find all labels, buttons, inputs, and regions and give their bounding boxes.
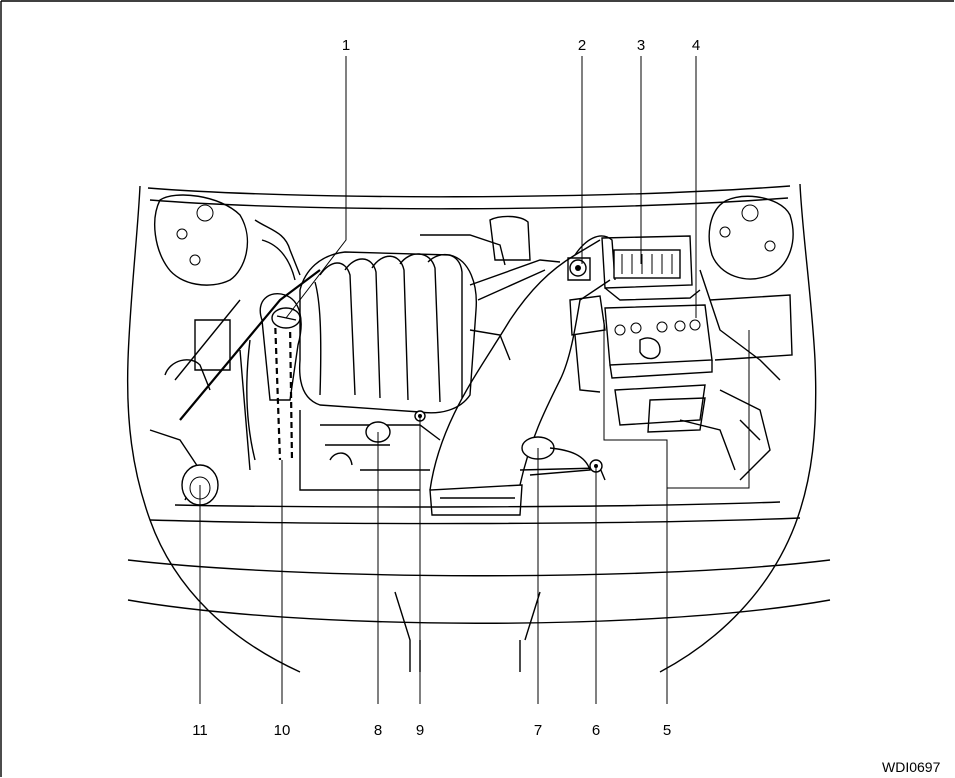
callout-2: 2 — [578, 37, 586, 54]
fuse-box — [601, 235, 701, 301]
callout-10: 10 — [274, 722, 291, 739]
right-strut-area — [679, 195, 794, 481]
vehicle-body-outline — [126, 183, 831, 673]
figure-code: WDI0697 — [882, 759, 941, 775]
callout-4: 4 — [692, 37, 700, 54]
radiator-cap — [519, 436, 606, 481]
callout-1: 1 — [342, 37, 350, 54]
callout-11: 11 — [192, 722, 208, 739]
callout-7: 7 — [534, 722, 542, 739]
leader-lines — [199, 56, 750, 704]
callout-9: 9 — [416, 722, 424, 739]
callout-3: 3 — [637, 37, 645, 54]
coolant-reservoir-area — [239, 293, 302, 471]
brake-fluid-cap — [567, 257, 591, 281]
callout-5: 5 — [663, 722, 671, 739]
left-strut-area — [149, 194, 321, 501]
callout-6: 6 — [592, 722, 600, 739]
callout-8: 8 — [374, 722, 382, 739]
air-intake-duct — [429, 235, 616, 516]
callout-labels: 1 2 3 4 5 6 7 8 9 10 11 — [192, 37, 700, 739]
battery — [569, 294, 793, 433]
engine-intake-manifold — [298, 215, 561, 491]
